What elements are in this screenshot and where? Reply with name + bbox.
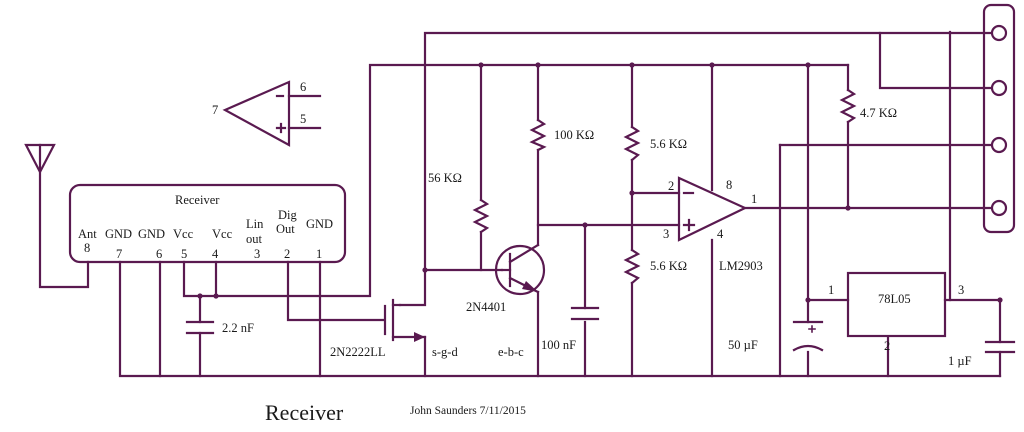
capacitor-100n: 100 nF xyxy=(541,306,600,352)
pin-num-6: 6 xyxy=(156,247,162,261)
label-reg-pin3: 3 xyxy=(958,283,964,297)
mosfet-symbol: 2N2222LL s-g-d xyxy=(330,298,458,359)
label-opamp-pin3: 3 xyxy=(663,227,669,241)
pin-label-ant: Ant xyxy=(78,227,97,241)
label-bjt: 2N4401 xyxy=(466,300,506,314)
label-mosfet-pins: s-g-d xyxy=(432,345,458,359)
regulator-78l05: 78L05 1 3 2 xyxy=(828,271,964,353)
label-reg-pin1: 1 xyxy=(828,283,834,297)
pin-label-gnd-7: GND xyxy=(105,227,132,241)
label-5k6-bottom: 5.6 KΩ xyxy=(650,259,687,273)
resistor-56k: 56 KΩ xyxy=(428,171,490,234)
legend-pin-inv: 6 xyxy=(300,80,306,94)
label-opamp: LM2903 xyxy=(719,259,763,273)
resistor-5k6-top: 5.6 KΩ xyxy=(623,125,687,162)
label-2n2: 2.2 nF xyxy=(222,321,254,335)
pin-num-3: 3 xyxy=(254,247,260,261)
pin-label-lin: Lin xyxy=(246,217,264,231)
pin-label-out: out xyxy=(246,232,263,246)
label-reg-pin2: 2 xyxy=(884,339,890,353)
resistor-4k7: 4.7 KΩ xyxy=(839,88,897,124)
pin-num-1: 1 xyxy=(316,247,322,261)
label-100n: 100 nF xyxy=(541,338,576,352)
pin-label-dig: Dig xyxy=(278,208,298,222)
resistor-5k6-bottom: 5.6 KΩ xyxy=(623,248,687,285)
label-5k6-top: 5.6 KΩ xyxy=(650,137,687,151)
label-100k: 100 KΩ xyxy=(554,128,594,142)
label-opamp-pin4: 4 xyxy=(717,227,724,241)
resistor-100k: 100 KΩ xyxy=(529,118,594,152)
pin-num-2: 2 xyxy=(284,247,290,261)
antenna-symbol xyxy=(24,143,90,289)
capacitor-1u: 1 µF xyxy=(948,340,1016,368)
opamp-legend: 7 6 5 xyxy=(212,80,322,147)
pin-label-gnd-6: GND xyxy=(138,227,165,241)
author-line: John Saunders 7/11/2015 xyxy=(410,405,526,417)
legend-pin-out: 7 xyxy=(212,103,218,117)
label-opamp-pin2: 2 xyxy=(668,179,674,193)
pin-num-5: 5 xyxy=(181,247,187,261)
pin-label-vcc-4: Vcc xyxy=(212,227,233,241)
pin-num-8: 8 xyxy=(84,241,90,255)
pin-num-7: 7 xyxy=(116,247,122,261)
capacitor-50u: 50 µF xyxy=(728,320,824,352)
wiring xyxy=(118,30,1002,378)
bjt-symbol: 2N4401 e-b-c xyxy=(466,243,546,359)
pin-num-4: 4 xyxy=(212,247,219,261)
label-1u: 1 µF xyxy=(948,354,972,368)
capacitor-2n2: 2.2 nF xyxy=(185,320,254,335)
module-name: Receiver xyxy=(175,193,220,207)
label-4k7: 4.7 KΩ xyxy=(860,106,897,120)
receiver-module: Receiver Ant 8 GND 7 GND 6 Vcc 5 Vcc 4 L… xyxy=(68,183,347,264)
label-opamp-pin1: 1 xyxy=(751,192,757,206)
connector-header xyxy=(982,3,1016,234)
opamp-lm2903: 2 3 8 4 1 LM2903 xyxy=(663,176,763,273)
pin-label-dig-out: Out xyxy=(276,222,295,236)
label-regulator: 78L05 xyxy=(878,292,911,306)
page-title: Receiver xyxy=(265,400,344,425)
label-56k: 56 KΩ xyxy=(428,171,462,185)
junctions xyxy=(197,62,1003,303)
label-50u: 50 µF xyxy=(728,338,758,352)
label-mosfet: 2N2222LL xyxy=(330,345,386,359)
pin-label-vcc-5: Vcc xyxy=(173,227,194,241)
label-opamp-pin8: 8 xyxy=(726,178,732,192)
legend-pin-noninv: 5 xyxy=(300,112,306,126)
pin-label-gnd-1: GND xyxy=(306,217,333,231)
label-bjt-pins: e-b-c xyxy=(498,345,524,359)
